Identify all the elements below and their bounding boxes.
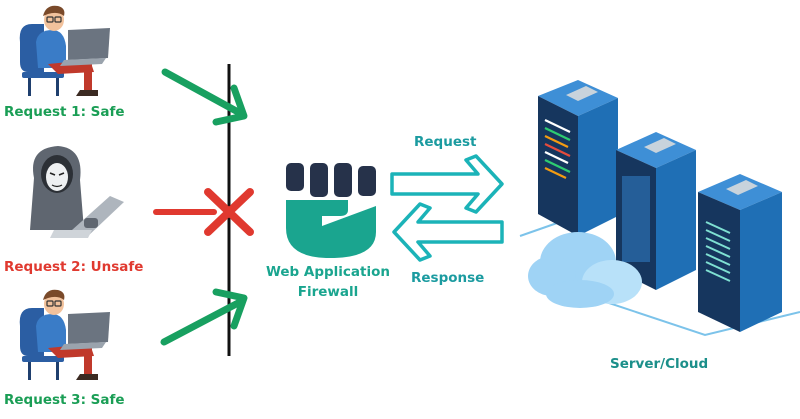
cloud-icon <box>528 232 642 308</box>
developer-icon <box>19 5 110 96</box>
response-arrow <box>392 202 504 262</box>
safe-arrow-3 <box>160 288 248 346</box>
developer-icon <box>19 289 110 380</box>
request-2-label: Request 2: Unsafe <box>4 259 144 275</box>
request-3-label: Request 3: Safe <box>4 392 125 408</box>
blocked-x-icon <box>204 188 254 236</box>
request-arrow <box>390 154 504 214</box>
server-rack-icon <box>538 80 618 236</box>
server-cloud-label: Server/Cloud <box>610 356 709 372</box>
fist-icon <box>286 163 376 258</box>
hacker-icon <box>30 146 124 238</box>
safe-arrow-1 <box>161 68 248 126</box>
waf-label-line2: Firewall <box>297 284 359 300</box>
request-1-label: Request 1: Safe <box>4 104 125 120</box>
server-rack-icon <box>698 174 782 332</box>
request-label: Request <box>414 134 477 150</box>
server-rack-icon <box>616 132 696 290</box>
response-label: Response <box>411 270 485 286</box>
waf-label: Web Application Firewall <box>258 262 398 302</box>
waf-label-line1: Web Application <box>265 264 391 280</box>
